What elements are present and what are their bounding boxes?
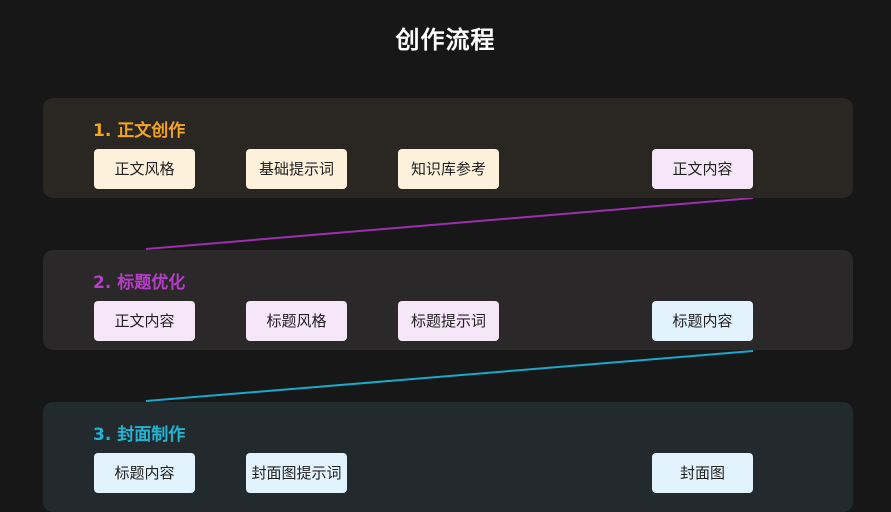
diagram-title: 创作流程	[395, 26, 496, 54]
edge-stage1-to-stage2	[145, 197, 754, 250]
node-body-content[interactable]: 正文内容	[652, 149, 753, 189]
node-title-content[interactable]: 标题内容	[652, 301, 753, 341]
node-title-content-input[interactable]: 标题内容	[94, 453, 195, 493]
node-cover-image[interactable]: 封面图	[652, 453, 753, 493]
node-knowledge-base[interactable]: 知识库参考	[398, 149, 499, 189]
node-style[interactable]: 正文风格	[94, 149, 195, 189]
stage-title: 2. 标题优化	[93, 273, 186, 293]
node-title-prompt[interactable]: 标题提示词	[398, 301, 499, 341]
stage-title: 1. 正文创作	[93, 121, 186, 141]
node-base-prompt[interactable]: 基础提示词	[246, 149, 347, 189]
node-body-content-input[interactable]: 正文内容	[94, 301, 195, 341]
stage-title: 3. 封面制作	[93, 425, 186, 445]
edge-stage2-to-stage3	[145, 350, 754, 402]
node-title-style[interactable]: 标题风格	[246, 301, 347, 341]
node-cover-prompt[interactable]: 封面图提示词	[246, 453, 347, 493]
